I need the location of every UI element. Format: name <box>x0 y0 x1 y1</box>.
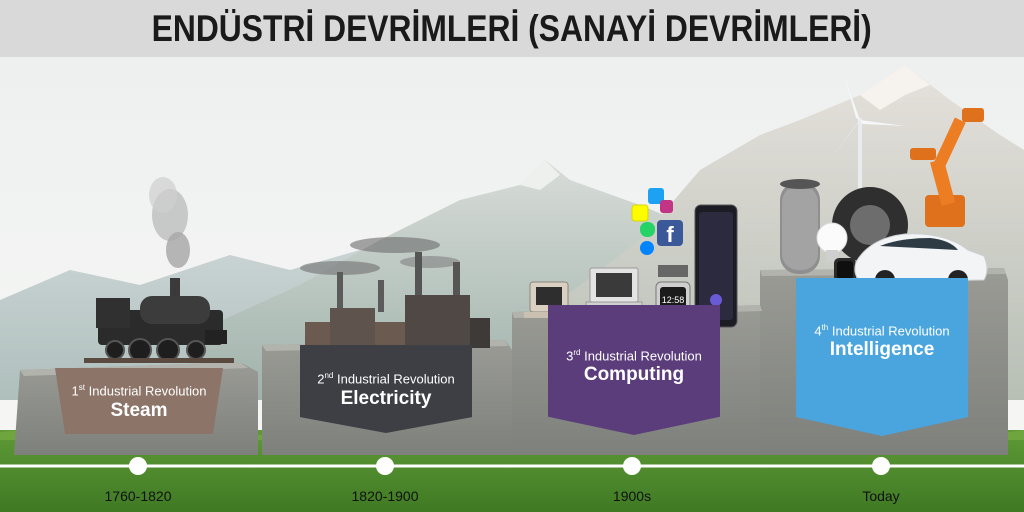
revolution-name: Steam <box>110 399 168 421</box>
revolution-era-label: 4th Industrial Revolution <box>814 323 950 339</box>
timeline-node-4 <box>872 457 890 475</box>
timeline-node-3 <box>623 457 641 475</box>
robot-arm-icon <box>780 78 988 290</box>
title-bar: ENDÜSTRİ DEVRİMLERİ (SANAYİ DEVRİMLERİ) <box>0 0 1024 57</box>
watch-clock-text: 12:58 <box>662 295 685 305</box>
timeline-date-2: 1820-1900 <box>351 488 419 504</box>
revolution-name: Electricity <box>340 387 432 409</box>
revolution-name: Intelligence <box>829 339 935 361</box>
timeline-node-1 <box>129 457 147 475</box>
timeline-date-4: Today <box>862 488 900 504</box>
svg-text:f: f <box>666 222 674 247</box>
revolution-card-intelligence: 4th Industrial Revolution Intelligence <box>796 278 968 436</box>
revolution-name: Computing <box>583 364 685 386</box>
timeline-node-2 <box>376 457 394 475</box>
page-title: ENDÜSTRİ DEVRİMLERİ (SANAYİ DEVRİMLERİ) <box>151 7 873 49</box>
steam-locomotive-icon <box>84 177 234 363</box>
revolution-era-label: 3rd Industrial Revolution <box>566 348 702 364</box>
factory-icon <box>300 237 490 348</box>
revolution-card-electricity: 2nd Industrial Revolution Electricity <box>300 345 472 433</box>
revolution-era-label: 2nd Industrial Revolution <box>317 371 455 387</box>
revolution-era-label: 1st Industrial Revolution <box>71 383 207 399</box>
revolution-card-steam: 1st Industrial Revolution Steam <box>55 368 223 434</box>
timeline-date-3: 1900s <box>612 488 652 504</box>
revolution-card-computing: 3rd Industrial Revolution Computing <box>548 305 720 435</box>
timeline-date-1: 1760-1820 <box>104 488 172 504</box>
